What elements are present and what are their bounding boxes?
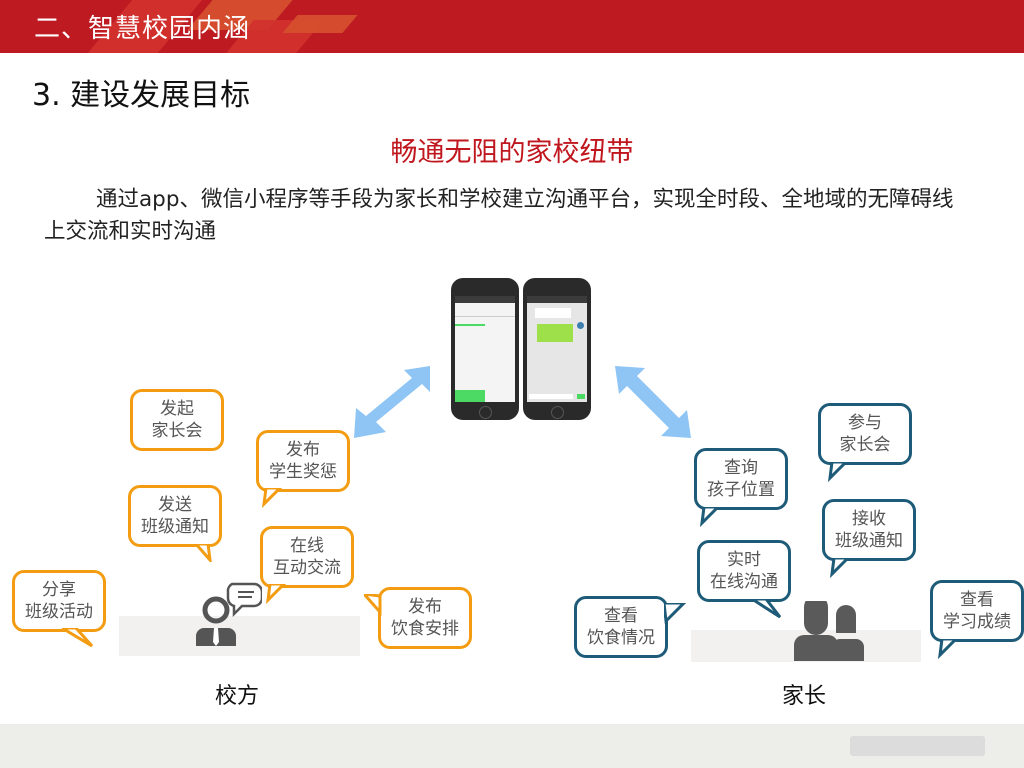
bubble-text: 查看 xyxy=(604,606,638,626)
bubble-text: 班级通知 xyxy=(141,517,209,537)
bubble-text: 发送 xyxy=(158,495,192,515)
description-paragraph: 通过app、微信小程序等手段为家长和学校建立沟通平台，实现全时段、全地域的无障碍… xyxy=(44,187,954,244)
parent-label: 家长 xyxy=(782,684,827,709)
bubble-tail xyxy=(62,628,94,648)
bubble-text: 班级活动 xyxy=(25,602,93,622)
bubble-text: 发布 xyxy=(286,440,320,460)
double-arrow-left-icon xyxy=(354,366,430,438)
status-bar xyxy=(527,296,587,303)
bubble-text: 发起 xyxy=(160,399,194,419)
bubble-text: 接收 xyxy=(852,509,886,529)
bubble-tail xyxy=(830,558,851,578)
bubble-tail xyxy=(828,462,849,482)
footer-bar xyxy=(0,724,1024,768)
status-bar xyxy=(455,296,515,303)
bubble-text: 实时 xyxy=(727,550,761,570)
bubble-text: 分享 xyxy=(42,580,76,600)
phone-screen-chat xyxy=(527,296,587,402)
bubble-tail xyxy=(196,544,212,562)
chat-input xyxy=(529,394,573,399)
send-button xyxy=(577,394,585,399)
bubble-study-grades: 查看 学习成绩 xyxy=(930,580,1024,642)
bubble-text: 在线沟通 xyxy=(710,572,778,592)
bubble-receive-notice: 接收 班级通知 xyxy=(822,499,916,561)
bubble-text: 饮食情况 xyxy=(587,628,655,648)
parents-icon xyxy=(794,601,864,661)
teacher-speaking-icon xyxy=(196,582,262,646)
bubble-student-rewards: 发布 学生奖惩 xyxy=(256,430,350,492)
bubble-text: 家长会 xyxy=(151,421,203,441)
bubble-start-meeting: 发起 家长会 xyxy=(130,389,224,451)
bubble-text: 饮食安排 xyxy=(391,619,459,639)
bubble-child-location: 查询 孩子位置 xyxy=(694,448,788,510)
bubble-text: 班级通知 xyxy=(835,531,903,551)
bubble-join-meeting: 参与 家长会 xyxy=(818,403,912,465)
phone-screenshots xyxy=(447,278,593,422)
bubble-tail xyxy=(664,603,686,625)
phone-screen-form xyxy=(455,296,515,402)
decor-stripe xyxy=(282,15,358,33)
home-button xyxy=(479,406,492,419)
footer-control[interactable] xyxy=(850,736,985,756)
avatar xyxy=(577,322,584,329)
bubble-text: 家长会 xyxy=(839,435,891,455)
bubble-meal-plan: 发布 饮食安排 xyxy=(378,587,472,649)
header-banner: 二、智慧校园内涵 xyxy=(0,0,1024,53)
bubble-tail xyxy=(262,488,283,508)
bubble-tail xyxy=(700,507,721,527)
bubble-text: 孩子位置 xyxy=(707,480,775,500)
header-title: 二、智慧校园内涵 xyxy=(34,14,251,44)
bubble-realtime-chat: 实时 在线沟通 xyxy=(697,540,791,602)
chat-message-received xyxy=(535,308,571,318)
phone-left xyxy=(451,278,519,420)
bubble-tail xyxy=(752,599,782,619)
bubble-online-interaction: 在线 互动交流 xyxy=(260,526,354,588)
bubble-text: 查询 xyxy=(724,458,758,478)
section-title: 3. 建设发展目标 xyxy=(32,78,251,113)
school-platform xyxy=(119,616,360,656)
bubble-text: 查看 xyxy=(960,590,994,610)
bubble-text: 发布 xyxy=(408,597,442,617)
bubble-tail xyxy=(938,639,959,659)
chat-message-sent xyxy=(537,324,573,342)
bubble-text: 学生奖惩 xyxy=(269,462,337,482)
bubble-text: 学习成绩 xyxy=(943,612,1011,632)
phone-right xyxy=(523,278,591,420)
subtitle: 畅通无阻的家校纽带 xyxy=(390,137,634,168)
tab-indicator xyxy=(455,324,485,326)
home-button xyxy=(551,406,564,419)
bubble-text: 在线 xyxy=(290,536,324,556)
bubble-share-activity: 分享 班级活动 xyxy=(12,570,106,632)
bubble-tail xyxy=(266,584,287,604)
bubble-text: 参与 xyxy=(848,413,882,433)
submit-button xyxy=(455,390,485,402)
bubble-class-notice: 发送 班级通知 xyxy=(128,485,222,547)
double-arrow-right-icon xyxy=(615,366,691,438)
school-label: 校方 xyxy=(215,684,260,709)
bubble-meal-status: 查看 饮食情况 xyxy=(574,596,668,658)
divider xyxy=(455,316,515,317)
bubble-tail xyxy=(364,594,382,616)
bubble-text: 互动交流 xyxy=(273,558,341,578)
